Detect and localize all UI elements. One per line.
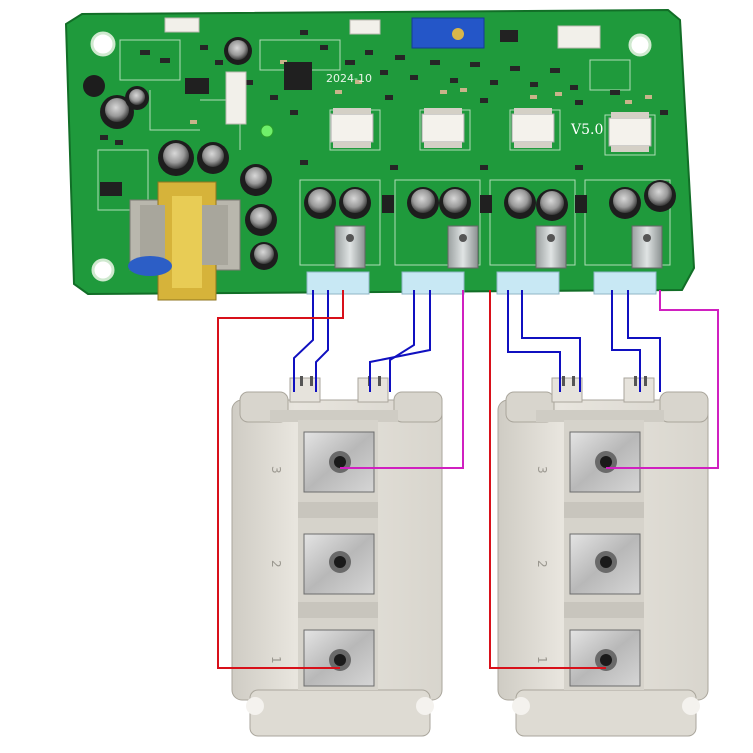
board-version-label: V5.0	[570, 122, 603, 138]
power-wires	[217, 290, 606, 669]
terminal-label-2: 2	[269, 560, 283, 568]
terminal-pad-1	[303, 629, 375, 687]
terminal-pad-2	[303, 533, 375, 595]
power-transistors	[334, 195, 663, 269]
mounting-hole-icon	[90, 31, 652, 282]
header-connectors	[164, 17, 601, 125]
microcontroller-chip	[100, 62, 312, 196]
terminal-label-1: 1	[535, 656, 549, 664]
channel-capacitors	[304, 180, 676, 221]
transformer	[128, 181, 241, 301]
output-connectors	[306, 271, 657, 295]
terminal-label-1: 1	[269, 656, 283, 664]
emitter-wires	[340, 290, 719, 469]
terminal-label-3: 3	[535, 466, 549, 474]
driver-pcb: 2024-10 V5.0	[64, 8, 696, 301]
optocoupler-chips	[330, 108, 652, 152]
terminal-pad-2	[569, 533, 641, 595]
electrolytic-capacitors-left	[83, 37, 278, 270]
terminal-pad-3	[569, 431, 641, 493]
igbt-module-right: 3 2 1	[497, 376, 709, 737]
terminal-label-3: 3	[269, 466, 283, 474]
terminal-label-2: 2	[535, 560, 549, 568]
trimmer-potentiometer	[411, 17, 485, 49]
gate-wires	[293, 290, 661, 392]
smd-resistors	[190, 60, 652, 124]
board-date-label: 2024-10	[326, 72, 372, 85]
led-indicator	[260, 124, 274, 138]
terminal-pad-1	[569, 629, 641, 687]
terminal-pad-3	[303, 431, 375, 493]
igbt-module-left: 3 2 1	[231, 376, 443, 737]
